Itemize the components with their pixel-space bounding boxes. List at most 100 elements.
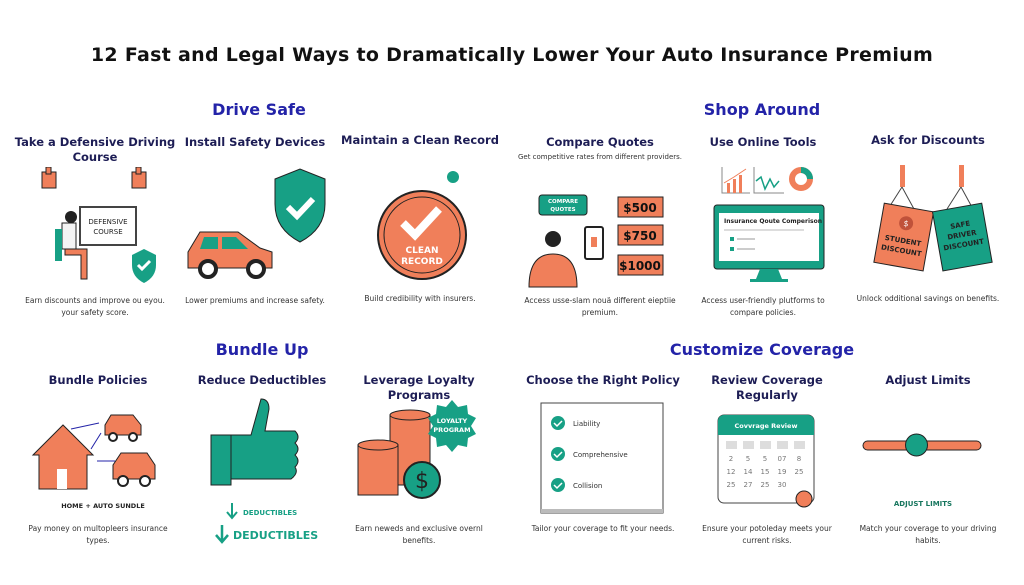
card-description: Lower premiums and increase safety.: [185, 296, 325, 305]
bar-chart-icon: [721, 167, 750, 194]
car-icon: [104, 414, 142, 442]
svg-text:$: $: [903, 219, 910, 229]
calendar-weekday: [760, 441, 771, 449]
compare-quotes-illustration: COMPARE QUOTES $500 $750 $1000: [515, 167, 685, 289]
card-title: Use Online Tools: [709, 135, 817, 149]
section-shop-around: Shop Around: [703, 100, 821, 119]
svg-text:$500: $500: [623, 201, 656, 215]
svg-text:Liability: Liability: [573, 420, 600, 428]
svg-text:SAFE: SAFE: [950, 220, 971, 231]
card-review-coverage: Review Coverage Regularly Covvrage Revie…: [682, 373, 852, 547]
card-description: Ensure your potoleday meets your current…: [702, 524, 832, 545]
clean-record-illustration: CLEAN RECORD: [335, 165, 505, 287]
svg-text:ADJUST LIMITS: ADJUST LIMITS: [894, 500, 952, 508]
svg-text:$1000: $1000: [619, 259, 661, 273]
loyalty-illustration: LOYALTY PROGRAM $: [334, 395, 504, 517]
card-adjust-limits: Adjust Limits ADJUST LIMITS Match your c…: [843, 373, 1013, 547]
checklist-item: Comprehensive: [551, 447, 628, 461]
shield-check-icon: [274, 168, 326, 243]
card-title: Adjust Limits: [885, 373, 971, 387]
policy-checklist: Liability Comprehensive Collision: [518, 395, 688, 517]
card-subtitle: Get competitive rates from different pro…: [517, 153, 683, 161]
calendar-day: 07: [778, 455, 787, 463]
svg-text:PROGRAM: PROGRAM: [433, 426, 470, 434]
calendar-day: 12: [727, 468, 736, 476]
calendar-weekday: [777, 441, 788, 449]
card-title: Leverage Loyalty Programs: [363, 373, 475, 402]
calendar-weekday: [743, 441, 754, 449]
card-description: Unlock odditional savings on benefits.: [856, 294, 1000, 303]
thumbs-up-icon: [41, 167, 57, 189]
svg-text:COURSE: COURSE: [93, 228, 122, 236]
main-title: 12 Fast and Legal Ways to Dramatically L…: [90, 44, 934, 66]
card-description: Access usse-slam nouä different eieptiie…: [524, 296, 676, 317]
line-chart-icon: [753, 167, 784, 194]
deductibles-illustration: DEDUCTIBLES DEDUCTIBLES: [177, 395, 347, 545]
down-arrow-icon: [226, 503, 238, 520]
safety-devices-illustration: [170, 167, 340, 289]
dollar-coin-icon: [403, 461, 441, 499]
checklist-item: Liability: [551, 416, 600, 430]
card-description: Match your coverage to your driving habi…: [859, 524, 997, 545]
car-icon: [112, 452, 156, 487]
svg-text:LOYALTY: LOYALTY: [437, 417, 468, 425]
price-quote-1000: $1000: [617, 254, 664, 276]
card-description: Pay money on multopleers insurance types…: [28, 524, 168, 545]
price-quote-750: $750: [617, 224, 664, 246]
limit-slider-handle[interactable]: [905, 433, 928, 457]
card-description: Earn discounts and improve ou eyou. your…: [25, 296, 165, 317]
card-title: Review Coverage Regularly: [711, 373, 823, 402]
card-defensive-course: Take a Defensive Driving Course DEFENSIV…: [10, 135, 180, 319]
person-head: [65, 211, 77, 223]
card-clean-record: Maintain a Clean Record CLEAN RECORD Bui…: [335, 133, 505, 305]
thumbs-up-icon: [210, 398, 299, 486]
compare-quotes-bubble: [538, 194, 588, 216]
card-title: Install Safety Devices: [184, 135, 326, 149]
calendar-day: 19: [778, 468, 787, 476]
card-safety-devices: Install Safety Devices Lower premiums an…: [170, 135, 340, 307]
limits-illustration: ADJUST LIMITS: [843, 395, 1013, 517]
card-bundle-policies: Bundle Policies HOME + AUTO SUNDLE Pay m…: [13, 373, 183, 547]
card-title: Bundle Policies: [48, 373, 148, 387]
card-title: Compare Quotes: [546, 135, 654, 149]
card-title: Reduce Deductibles: [197, 373, 327, 387]
calendar-day: 27: [744, 481, 753, 489]
svg-text:Comprehensive: Comprehensive: [573, 451, 628, 459]
online-tools-illustration: Insurance Qoute Comperison: [678, 167, 848, 289]
thumbs-up-icon: [131, 167, 147, 189]
calendar-weekday: [794, 441, 805, 449]
calendar-day: 25: [727, 481, 736, 489]
calendar-day: 8: [797, 455, 801, 463]
calendar-day: 5: [746, 455, 750, 463]
svg-text:$750: $750: [623, 229, 656, 243]
calendar-day: 5: [763, 455, 767, 463]
svg-text:DEDUCTIBLES: DEDUCTIBLES: [243, 509, 297, 517]
price-quote-500: $500: [617, 196, 664, 218]
bundle-illustration: HOME + AUTO SUNDLE: [13, 395, 183, 517]
defensive-course-illustration: DEFENSIVE COURSE: [10, 167, 180, 289]
svg-text:Covvrage Review: Covvrage Review: [735, 422, 798, 430]
card-description: Tailor your coverage to fit your needs.: [531, 524, 675, 533]
svg-text:DEFENSIVE: DEFENSIVE: [88, 218, 127, 226]
down-arrow-icon: [215, 525, 229, 544]
calendar-day: 25: [761, 481, 770, 489]
calendar-weekday: [726, 441, 737, 449]
calendar-day: 30: [778, 481, 787, 489]
card-description: Access user-friendly plutforms to compar…: [701, 296, 825, 317]
donut-chart-icon: [789, 167, 813, 191]
card-description: Earn neweds and exclusive overnl benefit…: [355, 524, 483, 545]
svg-text:HOME + AUTO SUNDLE: HOME + AUTO SUNDLE: [61, 502, 145, 510]
card-title: Take a Defensive Driving Course: [14, 135, 176, 164]
calendar-day: 25: [795, 468, 804, 476]
svg-text:Collision: Collision: [573, 482, 602, 490]
card-online-tools: Use Online Tools Insurance Qoute Comperi…: [678, 135, 848, 319]
card-title: Choose the Right Policy: [526, 373, 680, 387]
svg-text:Insurance Qoute Comperison: Insurance Qoute Comperison: [724, 218, 822, 225]
loyalty-program-badge: [428, 400, 476, 452]
